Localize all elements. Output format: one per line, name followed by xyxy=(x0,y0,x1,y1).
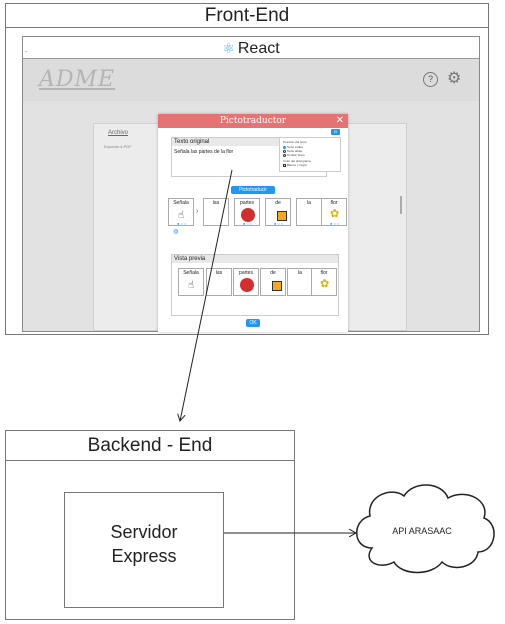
pointing-hand-icon: ☝ xyxy=(188,280,195,291)
react-title: React xyxy=(237,40,280,57)
orange-square-icon xyxy=(277,211,287,221)
original-text-header: Texto original xyxy=(172,138,326,146)
variant-dots: ● ○ ○ xyxy=(177,221,187,226)
flower-icon: ✿ xyxy=(330,208,340,220)
export-pdf-label[interactable]: Exportar a PDF xyxy=(104,144,132,149)
editor-scrollbar[interactable] xyxy=(400,196,402,214)
api-arasaac-label: API ARASAAC xyxy=(392,526,452,536)
preview-card-de: de xyxy=(260,268,286,296)
preview-header: Vista previa xyxy=(172,255,338,263)
variant-dots: ● ○ ○ xyxy=(274,221,284,226)
preview-box: Vista previa Señala ☝ las partes de la xyxy=(171,254,339,316)
pointing-hand-icon: ☝ xyxy=(178,210,185,221)
flower-icon: ✿ xyxy=(320,278,330,290)
variant-dots: ● ○ ○ xyxy=(330,221,340,226)
gear-icon[interactable]: ⚙ xyxy=(447,70,462,87)
red-circle-icon xyxy=(240,278,254,292)
options-title: Posición del texto xyxy=(283,140,307,144)
pictotraductor-dialog: Pictotraductor ✕ ⊡ Texto original Señala… xyxy=(158,114,348,332)
picto-card-senala[interactable]: Señala ☝ ● ○ ○ xyxy=(168,198,194,226)
server-line-2: Express xyxy=(111,546,177,566)
react-dot: . xyxy=(25,45,28,54)
frontend-to-backend-arrow xyxy=(180,169,233,421)
react-logo-icon: ⚛ xyxy=(222,40,235,56)
server-line-1: Servidor xyxy=(110,522,178,542)
red-circle-icon xyxy=(241,208,255,222)
picto-card-las[interactable]: las xyxy=(203,198,229,226)
db-icon: ◍ xyxy=(173,229,179,235)
picto-card-flor[interactable]: flor ✿ ● ○ ○ xyxy=(321,198,347,226)
original-text-value[interactable]: Señala las partes de la flor xyxy=(174,149,234,155)
text-options-panel: Posición del texto Texto Arriba Texto ab… xyxy=(279,137,341,172)
dialog-title: Pictotraductor xyxy=(219,116,287,126)
cloud-shape xyxy=(356,484,495,574)
tab-archivo[interactable]: Archivo xyxy=(108,130,129,136)
picto-card-la[interactable]: la xyxy=(296,198,322,226)
preview-card-senala: Señala ☝ xyxy=(178,268,204,296)
frontend-title: Front-End xyxy=(6,4,488,28)
help-icon[interactable]: ? xyxy=(423,72,438,87)
ok-button[interactable]: OK xyxy=(246,319,260,327)
radio-hide-text[interactable]: Ocultar Texto xyxy=(283,153,305,157)
picto-card-partes[interactable]: partes ● ○ ○ xyxy=(234,198,260,226)
picto-card-de[interactable]: de ● ○ ○ xyxy=(265,198,291,226)
pictotraducir-button[interactable]: Pictotraducir xyxy=(231,186,275,194)
orange-square-icon xyxy=(272,281,282,291)
app-topbar: ADME ? ⚙ xyxy=(23,59,479,101)
close-icon[interactable]: ✕ xyxy=(335,115,344,126)
radio-text-below[interactable]: Texto abajo xyxy=(283,149,302,153)
adme-logo: ADME xyxy=(39,67,116,92)
radio-text-above[interactable]: Texto Arriba xyxy=(283,145,303,149)
checkbox-bw[interactable]: Blanco y negro xyxy=(283,163,307,167)
react-box: ⚛React . ADME ? ⚙ Archivo Exportar a PDF… xyxy=(22,36,480,332)
mini-button[interactable]: ⊡ xyxy=(331,129,340,135)
variant-dots: ● ○ ○ xyxy=(243,221,253,226)
frontend-box: Front-End ⚛React . ADME ? ⚙ Archivo Expo… xyxy=(5,3,489,335)
backend-box: Backend - End Servidor Express xyxy=(5,430,295,620)
preview-card-la: la xyxy=(287,268,313,296)
color-title: Color del pictograma xyxy=(283,159,311,163)
app-screenshot: ADME ? ⚙ Archivo Exportar a PDF Pictotra… xyxy=(23,59,479,332)
server-express-box: Servidor Express xyxy=(64,492,224,608)
backend-title: Backend - End xyxy=(6,431,294,461)
chevron-right-icon[interactable]: › xyxy=(196,208,199,215)
preview-card-partes: partes xyxy=(233,268,259,296)
preview-card-flor: flor ✿ xyxy=(311,268,337,296)
dialog-header: Pictotraductor ✕ xyxy=(158,114,348,128)
react-header: ⚛React xyxy=(23,37,479,59)
